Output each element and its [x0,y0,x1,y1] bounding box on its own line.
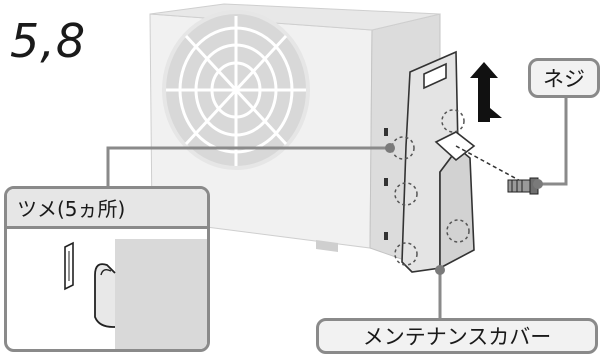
tab-detail-panel: ツメ(5ヵ所) [4,186,210,352]
callout-dots [385,143,543,275]
tab-marker [394,182,418,206]
hook-icon [94,263,116,328]
callout-dot-tab [385,143,395,153]
tab-marker [394,242,418,266]
cover-label: メンテナンスカバー [316,318,598,354]
tab-detail-title: ツメ(5ヵ所) [7,189,207,229]
tab-marker [391,136,415,160]
tab-detail-illustration [64,239,207,349]
callout-dot-cover [435,265,445,275]
cover-edge [115,239,207,349]
callout-lines [106,98,568,318]
tab-marker [441,109,465,133]
step-number: 5,8 [10,14,87,68]
tab-marker [446,219,470,243]
cover-label-text: メンテナンスカバー [362,325,552,349]
fan-grille-icon [162,10,310,170]
callout-dot-screw [533,179,543,189]
tab-markers [391,109,470,266]
up-arrow-icon [470,62,502,122]
screw-label: ネジ [528,58,600,98]
screw-label-text: ネジ [543,67,585,91]
maintenance-cover [401,50,476,273]
tab-label-text: ツメ(5ヵ所) [17,197,126,221]
